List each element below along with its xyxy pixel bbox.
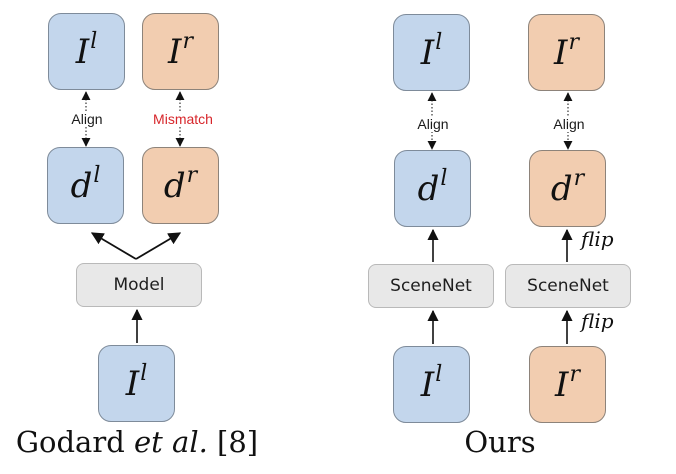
ours-input-left-image-box: Il [393,346,470,423]
left-image-symbol: Il [75,28,98,72]
input-left-image-box: Il [98,345,175,422]
right-image-symbol: Ir [168,28,193,72]
left-disparity-symbol: dl [70,162,101,206]
ours-align-right-label: Align [552,116,586,132]
left-image-box: Il [48,13,125,90]
input-left-image-symbol: Il [125,360,148,404]
ours-left-image-box: Il [393,14,470,91]
model-to-dr-arrow [135,232,182,260]
left-disparity-box: dl [47,147,124,224]
right-disparity-symbol: dr [163,162,198,206]
mismatch-label: Mismatch [152,111,214,127]
right-image-box: Ir [142,13,219,90]
scenenet-left-box: SceneNet [368,264,494,308]
ours-left-image-symbol: Il [420,29,443,73]
ours-input-right-image-symbol: Ir [555,361,580,405]
flip-lower-label: flip [581,309,614,333]
caption-godard: Godard et al. [8] [15,425,259,459]
ours-left-disparity-box: dl [394,150,471,227]
ours-input-left-image-symbol: Il [420,361,443,405]
caption-ours: Ours [464,425,536,459]
ours-right-disparity-symbol: dr [550,165,585,209]
flip-upper-label: flip [581,227,614,251]
model-box: Model [76,263,202,307]
align-label: Align [70,111,104,127]
ours-align-left-label: Align [416,116,450,132]
ours-right-image-symbol: Ir [554,29,579,73]
right-disparity-box: dr [142,147,219,224]
ours-left-disparity-symbol: dl [417,165,448,209]
ours-right-disparity-box: dr [529,150,606,227]
ours-input-right-image-box: Ir [529,346,606,423]
ours-right-image-box: Ir [528,14,605,91]
model-to-dl-arrow [90,232,137,260]
scenenet-right-box: SceneNet [505,264,631,308]
